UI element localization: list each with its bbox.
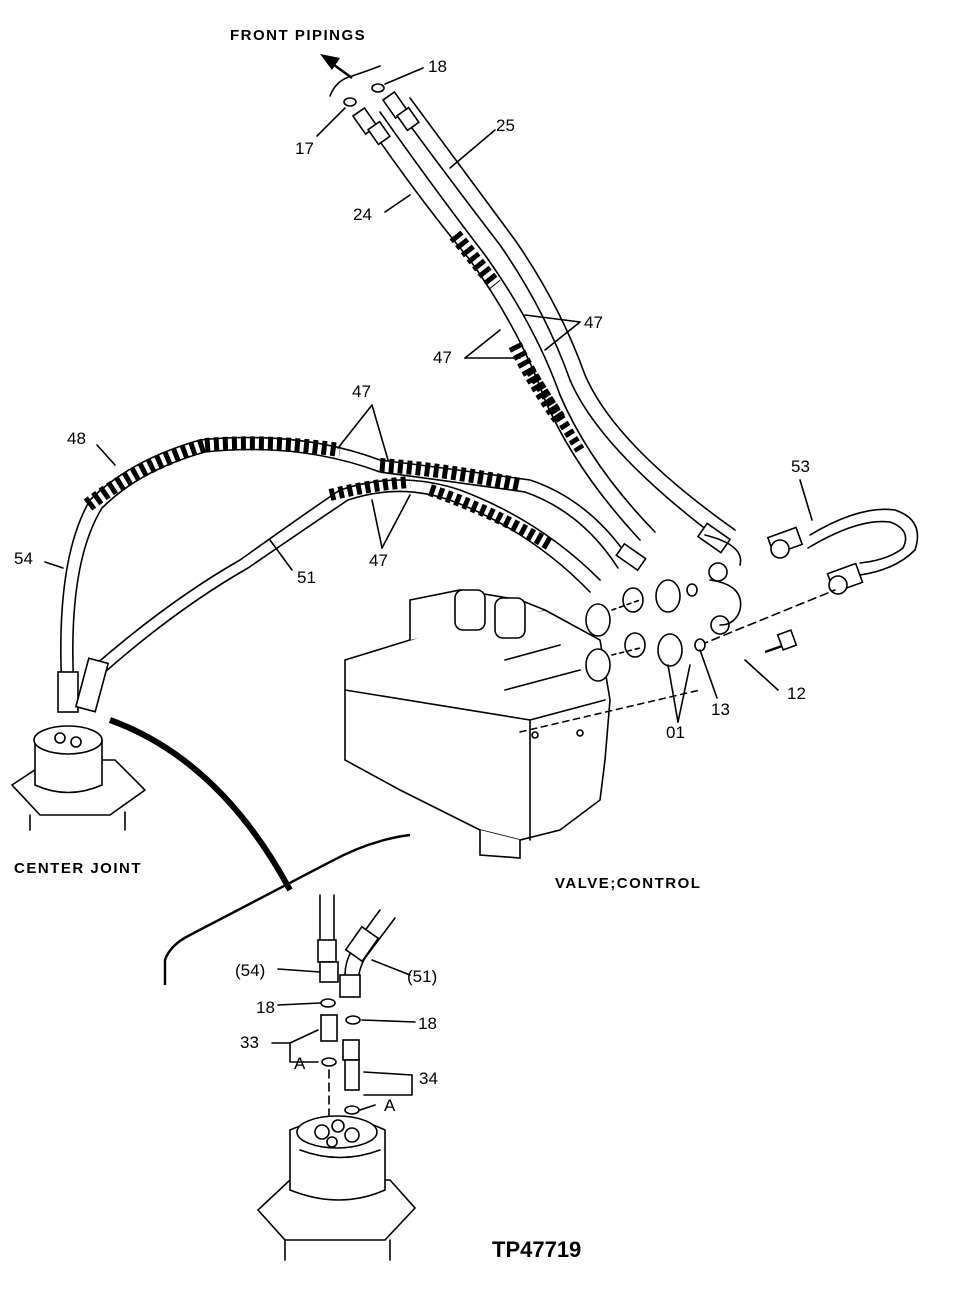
flanges-and-o-rings — [585, 579, 706, 682]
o-ring-top — [343, 83, 385, 107]
callout-01: 01 — [666, 723, 685, 742]
callout-54: 54 — [14, 549, 33, 568]
hose-protector-front — [449, 230, 585, 453]
callout-18-top: 18 — [428, 57, 447, 76]
callout-51: 51 — [297, 568, 316, 587]
center-joint-caption: CENTER JOINT — [14, 860, 142, 877]
callout-47-middle: 47 — [352, 382, 371, 401]
callout-12: 12 — [787, 684, 806, 703]
callout-34: 34 — [419, 1069, 438, 1088]
front-pipings-caption: FRONT PIPINGS — [230, 27, 366, 44]
callout-47-upper-right: 47 — [584, 313, 603, 332]
hose-end-fittings — [57, 522, 742, 713]
callout-a-left: A — [294, 1054, 306, 1073]
hose-protector-side — [83, 436, 554, 551]
callout-47-upper-left: 47 — [433, 348, 452, 367]
callout-18-left: 18 — [256, 998, 275, 1017]
callout-17: 17 — [295, 139, 314, 158]
callout-18-right: 18 — [418, 1014, 437, 1033]
callout-48: 48 — [67, 429, 86, 448]
callout-24: 24 — [353, 205, 372, 224]
figure-code: TP47719 — [492, 1237, 581, 1262]
callout-51-ref: (51) — [407, 967, 437, 986]
leader-lines — [44, 67, 813, 1111]
callout-13: 13 — [711, 700, 730, 719]
callout-53: 53 — [791, 457, 810, 476]
hose-24 — [351, 106, 656, 541]
control-valve-body — [344, 589, 701, 859]
bolt-12 — [764, 629, 798, 654]
valve-control-caption: VALVE;CONTROL — [555, 875, 701, 892]
center-joint-upper — [10, 725, 147, 831]
callout-a-right: A — [384, 1096, 396, 1115]
hose-53 — [699, 508, 919, 646]
center-joint-lower — [256, 1115, 417, 1261]
callout-33: 33 — [240, 1033, 259, 1052]
callout-54-ref: (54) — [235, 961, 265, 980]
detail-boundary — [108, 717, 411, 985]
callout-47-lower: 47 — [369, 551, 388, 570]
callout-25: 25 — [496, 116, 515, 135]
front-pipings-arrow — [320, 54, 381, 97]
